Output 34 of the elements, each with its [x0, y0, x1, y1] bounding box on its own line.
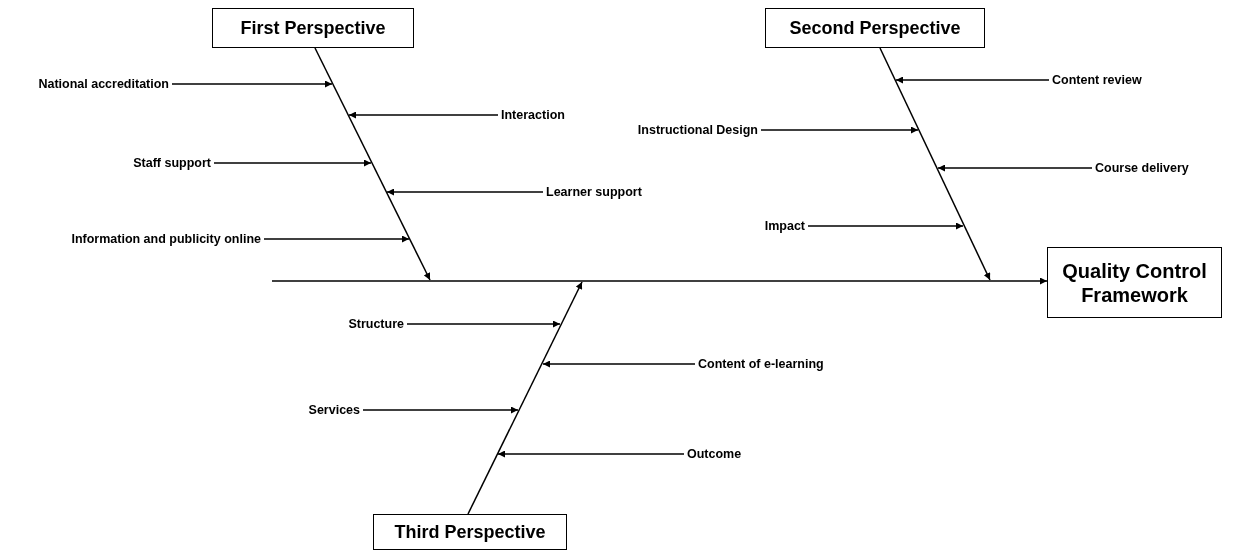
cause-label: Content review	[1049, 72, 1145, 88]
arrow	[314, 47, 431, 281]
cause-label: Instructional Design	[634, 122, 761, 138]
cause-label: Structure	[345, 316, 407, 332]
arrow	[497, 450, 685, 458]
category-box: Second Perspective	[765, 8, 985, 48]
arrow	[542, 360, 696, 368]
arrow	[406, 320, 561, 328]
cause-label: Course delivery	[1092, 160, 1192, 176]
arrow	[895, 76, 1050, 84]
cause-label: Content of e-learning	[695, 356, 827, 372]
cause-label: Interaction	[498, 107, 568, 123]
category-box: First Perspective	[212, 8, 414, 48]
arrow	[467, 281, 583, 515]
cause-label: Information and publicity online	[68, 231, 264, 247]
arrow	[807, 222, 964, 230]
cause-label: Services	[305, 402, 363, 418]
cause-label: Staff support	[130, 155, 214, 171]
arrow	[213, 159, 372, 167]
arrow	[171, 80, 333, 88]
category-box: Quality Control Framework	[1047, 247, 1222, 318]
cause-label: Impact	[761, 218, 808, 234]
cause-label: National accreditation	[35, 76, 172, 92]
arrow	[386, 188, 544, 196]
arrow	[362, 406, 519, 414]
arrow	[263, 235, 410, 243]
arrow	[348, 111, 499, 119]
arrow	[760, 126, 919, 134]
arrow	[879, 47, 991, 281]
arrow	[937, 164, 1093, 172]
cause-label: Learner support	[543, 184, 645, 200]
cause-label: Outcome	[684, 446, 745, 462]
category-box: Third Perspective	[373, 514, 567, 550]
arrow	[271, 277, 1048, 285]
